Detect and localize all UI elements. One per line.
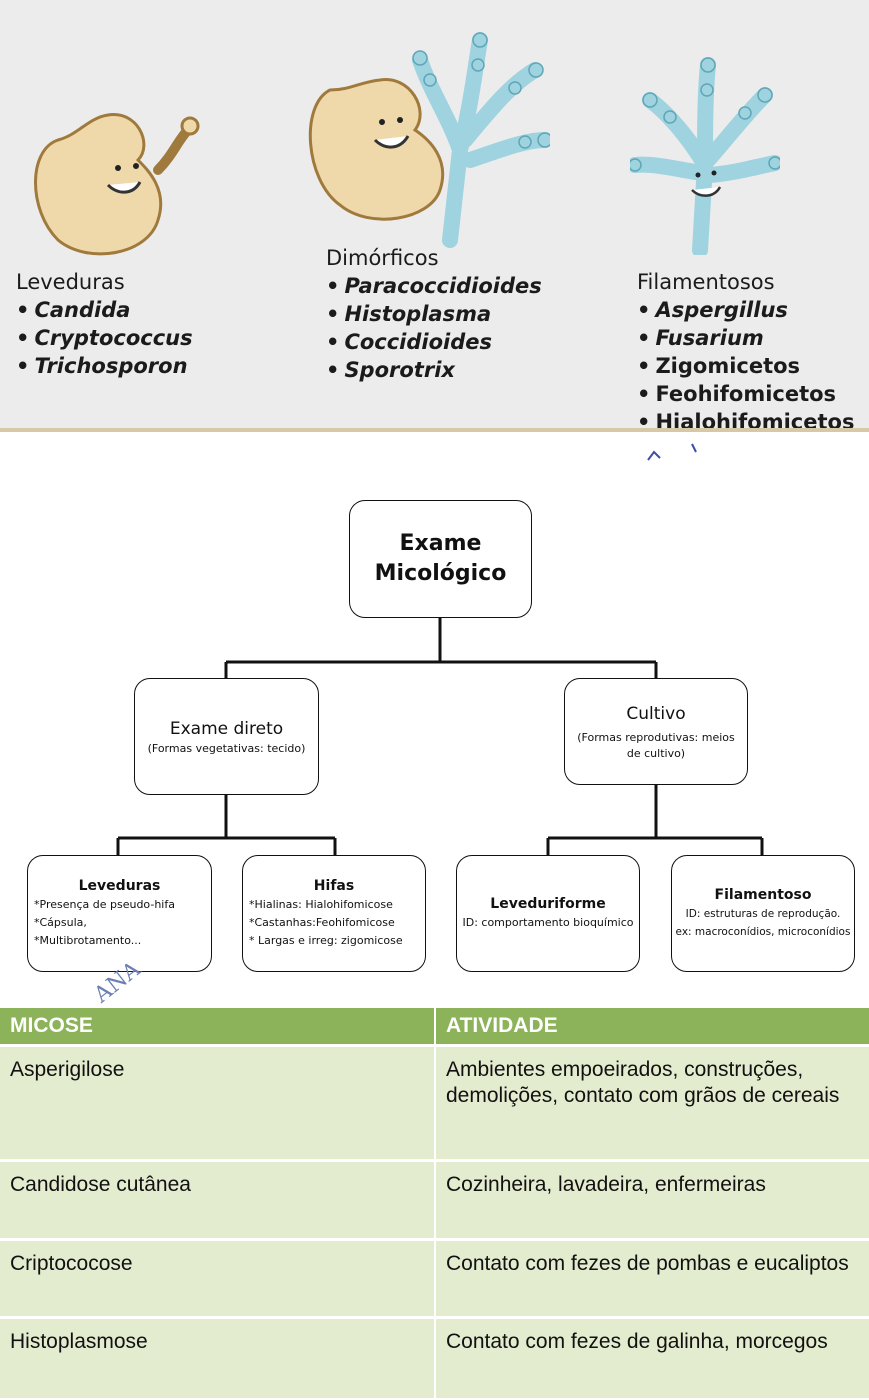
list-item: •Coccidioides <box>326 330 493 354</box>
table-row: Histoplasmose Contato com fezes de galin… <box>0 1316 869 1398</box>
list-item: •Trichosporon <box>16 354 188 378</box>
dimorphic-list: •Paracoccidioides •Histoplasma •Coccidio… <box>326 272 542 384</box>
panel-divider <box>0 428 869 432</box>
scribble-mark <box>647 443 697 461</box>
cell-atividade: Contato com fezes de galinha, morcegos <box>434 1316 869 1398</box>
yeast-cartoon-icon <box>34 113 200 256</box>
cell-micose: Candidose cutânea <box>0 1159 435 1240</box>
list-item: •Fusarium <box>637 326 764 350</box>
flowchart: Exame Micológico Exame direto (Formas ve… <box>0 490 869 990</box>
cell-micose: Histoplasmose <box>0 1316 435 1398</box>
table-row: Asperigilose Ambientes empoeirados, cons… <box>0 1044 869 1161</box>
cell-atividade: Contato com fezes de pombas e eucaliptos <box>434 1238 869 1318</box>
node-filamentous: Filamentoso ID: estruturas de reprodução… <box>671 855 855 972</box>
node-root: Exame Micológico <box>349 500 532 618</box>
list-item: •Feohifomicetos <box>637 382 837 406</box>
cell-atividade: Ambientes empoeirados, construções, demo… <box>434 1044 869 1161</box>
node-culture: Cultivo (Formas reprodutivas: meios de c… <box>564 678 748 785</box>
list-item: •Zigomicetos <box>637 354 801 378</box>
filamentous-list: •Aspergillus •Fusarium •Zigomicetos •Feo… <box>637 296 854 436</box>
list-item: •Cryptococcus <box>16 326 193 350</box>
cell-micose: Criptococose <box>0 1238 435 1318</box>
node-yeastlike: Leveduriforme ID: comportamento bioquími… <box>456 855 640 972</box>
list-item: •Paracoccidioides <box>326 274 542 298</box>
list-item: •Sporotrix <box>326 358 455 382</box>
cell-micose: Asperigilose <box>0 1044 435 1161</box>
dimorphic-cartoon-icon <box>308 32 550 248</box>
node-hyphae: Hifas *Hialinas: Hialohifomicose *Castan… <box>242 855 426 972</box>
list-item: •Aspergillus <box>637 298 788 322</box>
cell-atividade: Cozinheira, lavadeira, enfermeiras <box>434 1159 869 1240</box>
table-row: Candidose cutânea Cozinheira, lavadeira,… <box>0 1159 869 1240</box>
activity-table: MICOSE ATIVIDADE Asperigilose Ambientes … <box>0 1008 869 1398</box>
group-title-filamentous: Filamentosos <box>637 270 775 294</box>
group-title-yeasts: Leveduras <box>16 270 125 294</box>
list-item: •Candida <box>16 298 131 322</box>
group-title-dimorphic: Dimórficos <box>326 246 439 270</box>
yeast-list: •Candida •Cryptococcus •Trichosporon <box>16 296 193 380</box>
table: MICOSE ATIVIDADE Asperigilose Ambientes … <box>0 1008 869 1398</box>
column-header-atividade: ATIVIDADE <box>434 1008 869 1046</box>
fungus-groups-panel: Leveduras •Candida •Cryptococcus •Tricho… <box>0 0 869 434</box>
flowchart-connectors <box>116 618 764 855</box>
node-yeasts: Leveduras *Presença de pseudo-hifa *Cáps… <box>27 855 212 972</box>
mold-cartoon-icon <box>630 57 780 255</box>
table-row: Criptococose Contato com fezes de pombas… <box>0 1238 869 1318</box>
list-item: •Histoplasma <box>326 302 492 326</box>
node-direct-exam: Exame direto (Formas vegetativas: tecido… <box>134 678 319 795</box>
table-header-row: MICOSE ATIVIDADE <box>0 1008 869 1046</box>
column-header-micose: MICOSE <box>0 1008 435 1046</box>
